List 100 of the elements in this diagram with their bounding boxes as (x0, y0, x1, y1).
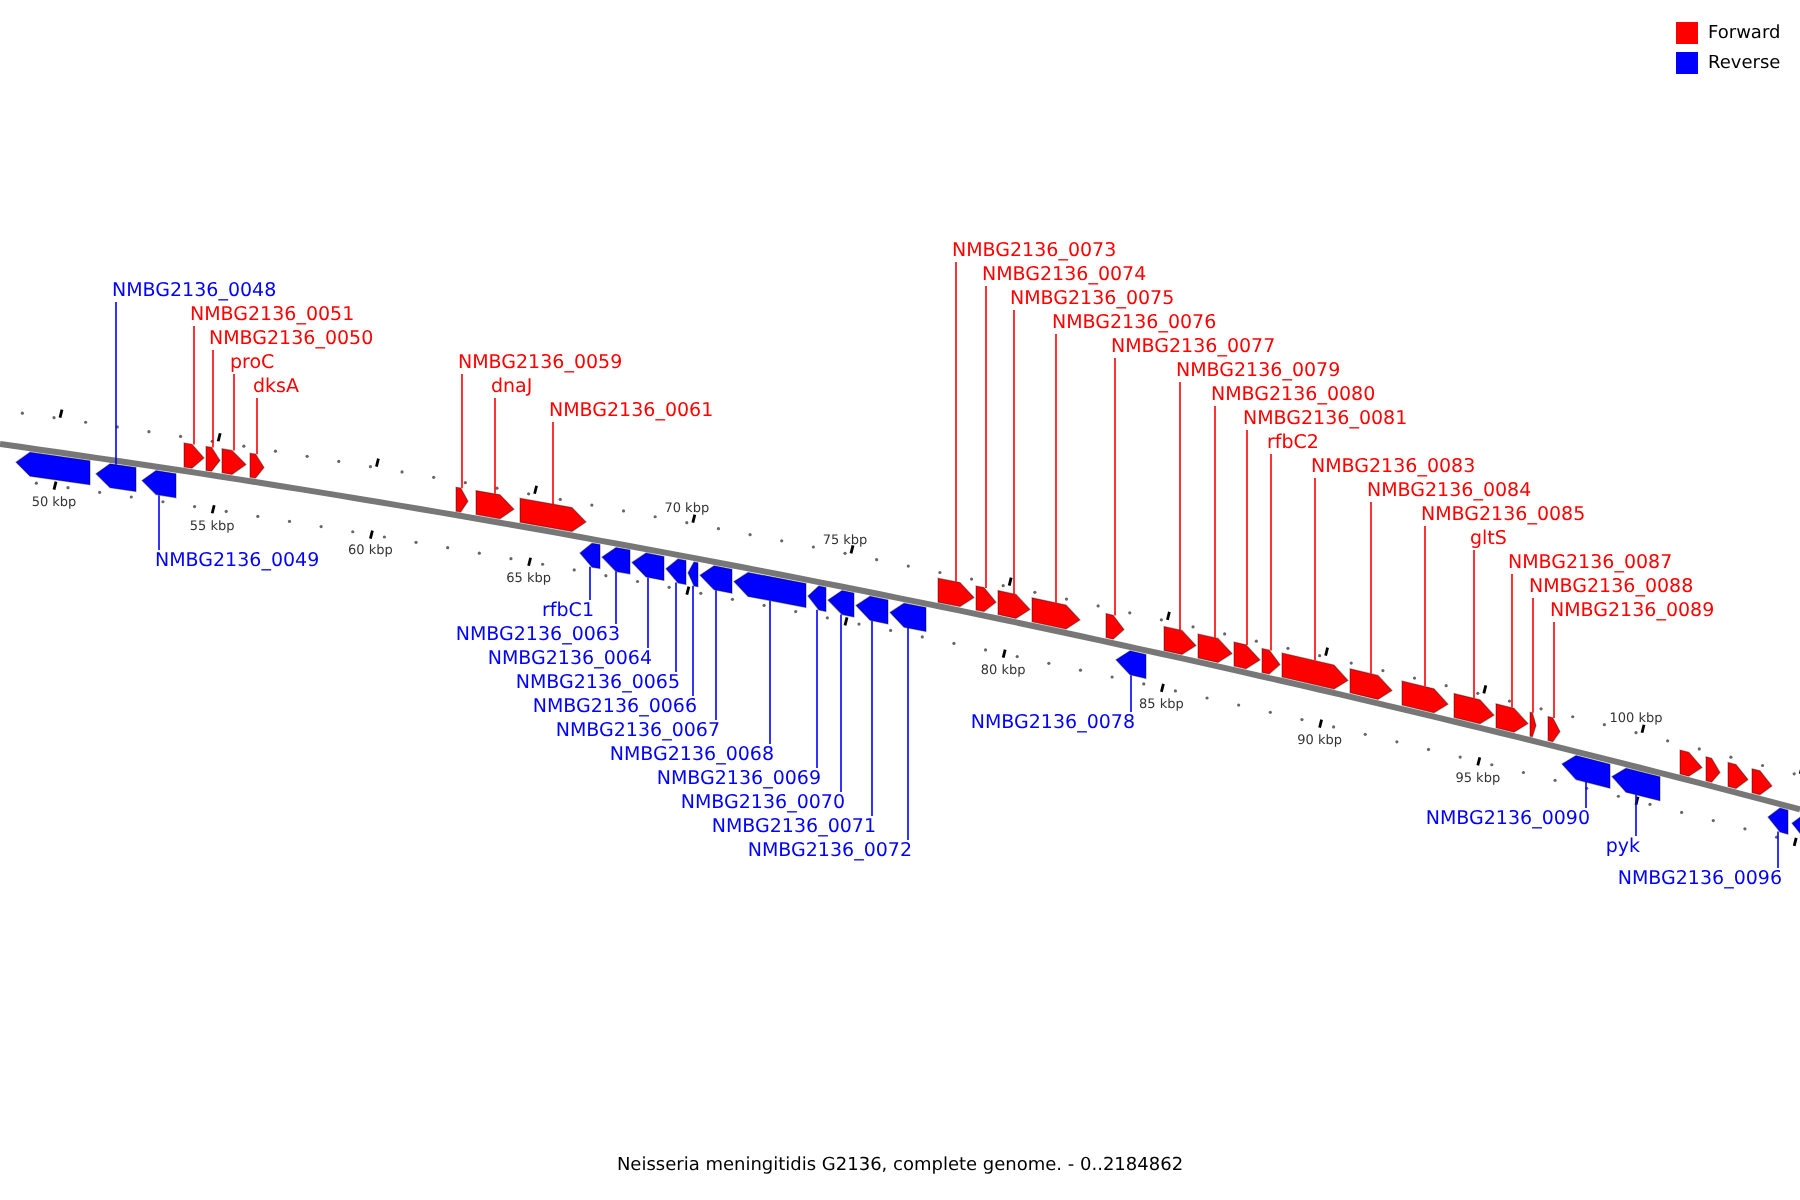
gene-label: NMBG2136_0071 (711, 816, 876, 838)
gene-label: NMBG2136_0049 (155, 550, 320, 572)
gene-label: dksA (253, 376, 299, 398)
gene-label: NMBG2136_0065 (515, 672, 680, 694)
gene-block (141, 469, 177, 499)
leader-line (816, 609, 818, 769)
gene-block (205, 445, 221, 472)
gene-label: NMBG2136_0078 (970, 712, 1135, 734)
leader-line (955, 261, 957, 583)
gene-label: NMBG2136_0075 (1010, 288, 1175, 310)
gene-block (1727, 761, 1749, 790)
gene-label: pyk (1605, 836, 1640, 858)
gene-label: NMBG2136_0059 (458, 352, 623, 374)
gene-block (937, 577, 975, 608)
gene-block (1401, 680, 1449, 714)
leader-line (1179, 381, 1181, 631)
leader-line (1553, 621, 1555, 719)
gene-block (249, 452, 265, 479)
gene-label: NMBG2136_0067 (555, 720, 720, 742)
gene-label: NMBG2136_0081 (1243, 408, 1408, 430)
gene-label: NMBG2136_0051 (190, 304, 355, 326)
leader-line (1246, 429, 1248, 646)
leader-line (1314, 477, 1316, 662)
gene-block (1611, 767, 1661, 802)
gene-block (975, 585, 997, 613)
leader-line (769, 599, 771, 745)
gene-label: NMBG2136_0069 (656, 768, 821, 790)
gene-block (1495, 703, 1529, 733)
gene-block (1349, 668, 1393, 701)
leader-line (1214, 405, 1216, 639)
leader-line (1114, 357, 1116, 617)
gene-block (631, 552, 665, 582)
gene-block (519, 497, 587, 533)
leader-line (233, 373, 235, 452)
gene-block (1453, 692, 1495, 725)
leader-line (675, 581, 677, 673)
gene-label: gltS (1470, 528, 1507, 550)
gene-block (889, 602, 927, 633)
gene-block (579, 542, 601, 570)
gene-block (1197, 633, 1233, 664)
leader-line (615, 570, 617, 625)
leader-line (158, 494, 160, 551)
leader-line (871, 619, 873, 817)
gene-block (1115, 650, 1147, 680)
gene-label: NMBG2136_0050 (209, 328, 374, 350)
legend-label: Forward (1708, 23, 1781, 43)
leader-line (1130, 674, 1132, 713)
leader-line (1635, 794, 1637, 837)
leader-line (212, 349, 214, 449)
leader-line (1370, 501, 1372, 675)
gene-label: NMBG2136_0096 (1617, 868, 1782, 890)
gene-block (855, 595, 889, 625)
gene-label: rfbC2 (1267, 432, 1319, 454)
leader-line (115, 301, 117, 466)
gene-block (1031, 597, 1081, 630)
leader-line (552, 421, 554, 505)
gene-block (827, 589, 855, 618)
gene-block (221, 448, 247, 476)
gene-label: NMBG2136_0061 (549, 400, 714, 422)
gene-label: NMBG2136_0087 (1508, 552, 1673, 574)
gene-label: NMBG2136_0079 (1176, 360, 1341, 382)
leader-line (1270, 453, 1272, 652)
gene-block (95, 463, 137, 493)
leader-line (647, 576, 649, 649)
leader-line (907, 627, 909, 841)
gene-block (1751, 768, 1773, 796)
gene-label: proC (230, 352, 275, 374)
gene-label: NMBG2136_0088 (1529, 576, 1694, 598)
gene-label: NMBG2136_0077 (1111, 336, 1276, 358)
gene-block (1679, 749, 1703, 777)
gene-block (997, 589, 1031, 620)
leader-line (193, 325, 195, 446)
leader-line (256, 397, 258, 455)
gene-block (1105, 612, 1125, 640)
gene-label: NMBG2136_0080 (1211, 384, 1376, 406)
caption: Neisseria meningitidis G2136, complete genome. - 0..2184862 (616, 1156, 1184, 1178)
gene-label: NMBG2136_0066 (532, 696, 697, 718)
gene-block (665, 558, 687, 586)
gene-block (455, 486, 469, 513)
gene-label: NMBG2136_0076 (1052, 312, 1217, 334)
gene-label: NMBG2136_0084 (1367, 480, 1532, 502)
gene-label: NMBG2136_0064 (487, 648, 652, 670)
gene-block (1233, 641, 1261, 670)
gene-block (1547, 715, 1561, 743)
leader-line (840, 613, 842, 793)
leader-line (1473, 549, 1475, 700)
gene-block (601, 546, 631, 575)
gene-label: NMBG2136_0068 (609, 744, 774, 766)
gene-label: NMBG2136_0070 (680, 792, 845, 814)
gene-block (183, 442, 205, 469)
legend-label: Reverse (1708, 53, 1781, 73)
gene-block (475, 489, 515, 520)
leader-line (1055, 333, 1057, 604)
gene-label: rfbC1 (542, 600, 594, 622)
gene-label: NMBG2136_0073 (952, 240, 1117, 262)
gene-label: NMBG2136_0083 (1311, 456, 1476, 478)
gene-label: dnaJ (491, 376, 533, 398)
leader-line (692, 585, 694, 697)
leader-line (1013, 309, 1015, 595)
leader-line (1424, 525, 1426, 688)
